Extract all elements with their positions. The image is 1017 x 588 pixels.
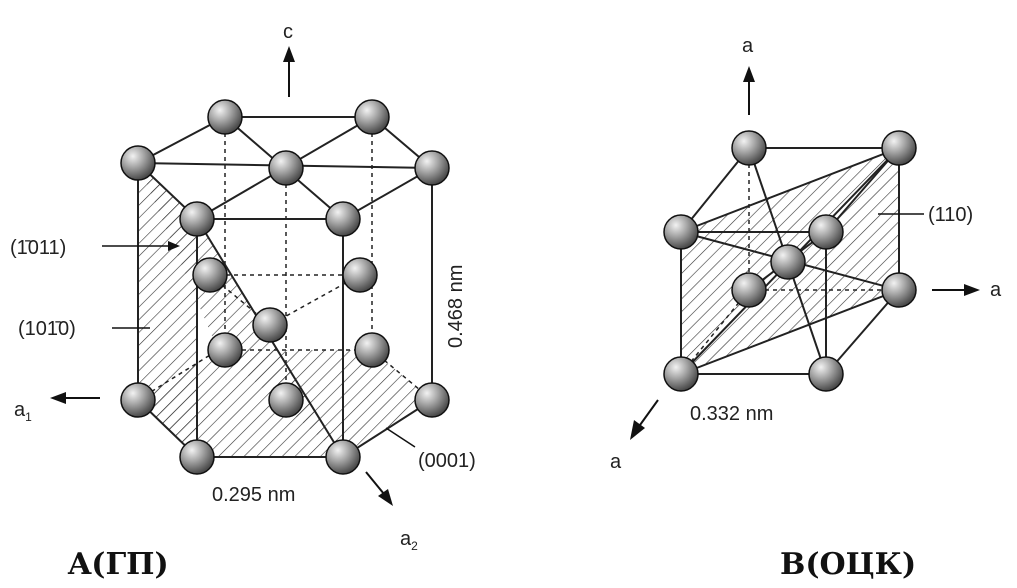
bcc-plane-diagonal (680, 289, 900, 375)
bcc-atom (881, 272, 917, 308)
hcp-atom (268, 382, 304, 418)
bcc-hidden-edge (680, 289, 750, 375)
bcc-plane-diagonal (680, 147, 900, 233)
hcp-atom (354, 99, 390, 135)
hcp-atom (354, 332, 390, 368)
hcp-atom (252, 307, 288, 343)
hcp-atom (325, 201, 361, 237)
bcc-atom (808, 356, 844, 392)
bcc-top-axis-label: a (742, 35, 754, 57)
hcp-a2-axis-arrowhead (378, 489, 393, 506)
hcp-atom (120, 145, 156, 181)
hcp-atom (414, 150, 450, 186)
hcp-a1-subscript: 1 (25, 410, 32, 424)
bcc-front-axis-arrow (639, 399, 659, 426)
hcp-atom (325, 439, 361, 475)
hcp-atom (120, 382, 156, 418)
hcp-height-dimension: 0.468 nm (445, 265, 467, 348)
hcp-c-axis-label: c (283, 21, 293, 43)
bcc-top-axis-arrowhead (743, 66, 755, 82)
bcc-plane-label: (110) (928, 204, 973, 226)
hcp-caption: A(ГП) (67, 547, 169, 582)
hcp-cell: c a1 a2 (1̄011) (101̄0) (0001) 0.468 nm … (10, 21, 476, 582)
bcc-atom (731, 130, 767, 166)
hcp-atom (192, 257, 228, 293)
hcp-c-axis-arrowhead (283, 46, 295, 62)
hcp-atom (207, 332, 243, 368)
hcp-atom (179, 201, 215, 237)
bcc-center-atom (770, 244, 806, 280)
hcp-pyramidal-plane-label: (1̄011) (10, 237, 66, 259)
bcc-right-axis-label: a (990, 279, 1002, 301)
bcc-atom (663, 214, 699, 250)
bcc-right-edge (825, 289, 900, 375)
hcp-atom (342, 257, 378, 293)
hcp-a1-axis-arrowhead (50, 392, 66, 404)
hcp-basal-leader (385, 427, 416, 448)
bcc-atom (808, 214, 844, 250)
hcp-atom (268, 150, 304, 186)
hcp-a2-axis-label: a2 (400, 528, 418, 553)
hcp-a2-subscript: 2 (411, 539, 418, 553)
hcp-pyramidal-leader-arrowhead (168, 241, 180, 251)
bcc-right-axis-arrowhead (964, 284, 980, 296)
hcp-base-dimension: 0.295 nm (212, 484, 295, 506)
hcp-atom (179, 439, 215, 475)
bcc-atom (881, 130, 917, 166)
hcp-atom (414, 382, 450, 418)
bcc-front-axis-label: a (610, 451, 622, 473)
bcc-top-edge (680, 147, 750, 233)
bcc-atom (731, 272, 767, 308)
bcc-front-axis-arrowhead (630, 420, 645, 440)
bcc-caption: B(ОЦК) (780, 547, 916, 582)
hcp-a1-axis-label: a1 (14, 399, 32, 424)
hcp-basal-plane-label: (0001) (418, 450, 476, 472)
bcc-edge-dimension: 0.332 nm (690, 403, 773, 425)
hcp-prism-plane-label: (101̄0) (18, 318, 76, 340)
hcp-atom (207, 99, 243, 135)
bcc-cell: a a a (110) 0.332 nm B(ОЦК) (610, 35, 1002, 582)
hcp-a2-axis-arrow (365, 471, 385, 495)
bcc-atom (663, 356, 699, 392)
